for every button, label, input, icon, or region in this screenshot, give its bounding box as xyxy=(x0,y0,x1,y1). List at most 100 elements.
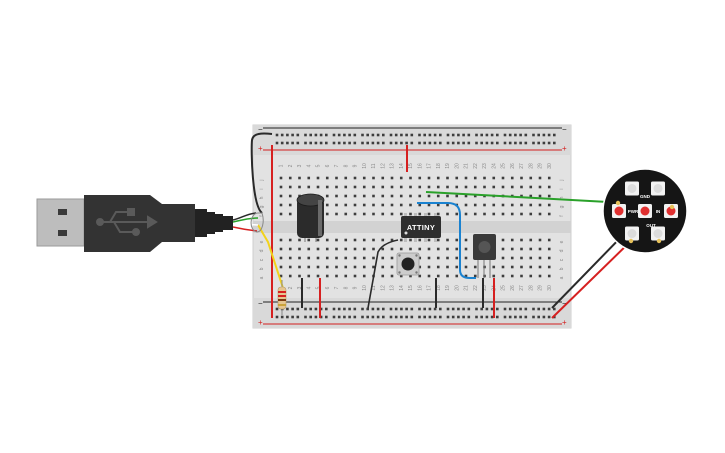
button-corner-3 xyxy=(398,271,401,274)
rail-hole xyxy=(547,141,551,145)
pot-knob xyxy=(478,241,491,253)
rail-hole xyxy=(542,307,546,311)
rail-hole xyxy=(439,133,442,137)
rail-hole xyxy=(485,307,489,311)
top-plus-symbol: + xyxy=(258,144,263,153)
rail-hole xyxy=(309,141,312,145)
rail-hole xyxy=(343,307,346,311)
breadboard-hole xyxy=(399,238,403,242)
rail-hole xyxy=(503,133,507,137)
breadboard-hole xyxy=(529,265,533,269)
breadboard-hole xyxy=(335,238,338,242)
breadboard-hole xyxy=(381,194,385,198)
neopixel-label-pwr: PWR xyxy=(628,209,639,214)
bottom-plus-symbol-right: + xyxy=(562,318,567,327)
rail-hole xyxy=(428,307,432,311)
rail-hole xyxy=(553,141,556,145)
breadboard-hole xyxy=(344,238,348,242)
rail-hole xyxy=(439,315,442,319)
breadboard-hole xyxy=(390,247,394,251)
column-number: 3 xyxy=(297,286,303,289)
rail-hole xyxy=(332,307,336,311)
breadboard-hole xyxy=(501,185,505,189)
breadboard-hole xyxy=(409,212,412,216)
breadboard-hole xyxy=(372,203,375,207)
breadboard-hole xyxy=(446,247,449,251)
rail-hole xyxy=(542,133,546,137)
chip-pin-top xyxy=(414,213,417,218)
breadboard-hole xyxy=(446,185,449,189)
breadboard-hole xyxy=(501,238,505,242)
breadboard-hole xyxy=(316,247,320,251)
rail-hole xyxy=(376,133,380,137)
rail-hole xyxy=(366,141,369,145)
breadboard-hole xyxy=(529,247,533,251)
breadboard-hole xyxy=(288,176,292,180)
breadboard-hole xyxy=(436,212,440,216)
breadboard-hole xyxy=(353,194,357,198)
column-number: 1 xyxy=(279,164,285,167)
rail-hole xyxy=(286,133,289,137)
neopixel-led xyxy=(651,181,665,196)
breadboard-hole xyxy=(344,274,348,278)
breadboard-hole xyxy=(325,265,329,269)
column-number: 5 xyxy=(316,164,322,167)
rail-hole xyxy=(480,133,483,137)
breadboard-hole xyxy=(399,194,403,198)
neopixel-pad-2 xyxy=(669,204,675,210)
usb-wire-loop xyxy=(250,212,264,233)
breadboard-hole xyxy=(372,176,375,180)
breadboard-hole xyxy=(288,265,292,269)
breadboard-hole xyxy=(344,212,348,216)
breadboard-hole xyxy=(335,256,338,260)
breadboard-hole xyxy=(381,274,385,278)
rail-hole xyxy=(485,141,489,145)
column-number: 7 xyxy=(334,164,340,167)
breadboard-hole xyxy=(362,256,366,260)
rail-hole xyxy=(371,315,375,319)
rail-hole xyxy=(405,141,408,145)
capacitor-stripe xyxy=(318,200,322,236)
bottom-plus-symbol: + xyxy=(258,318,263,327)
breadboard-hole xyxy=(436,238,440,242)
rail-hole xyxy=(553,307,556,311)
breadboard-hole xyxy=(325,212,329,216)
breadboard-hole xyxy=(529,185,533,189)
breadboard-hole xyxy=(288,247,292,251)
breadboard-hole xyxy=(381,176,385,180)
column-number: 14 xyxy=(399,163,405,169)
breadboard-hole xyxy=(510,185,514,189)
breadboard-hole xyxy=(427,247,431,251)
rail-hole xyxy=(547,133,551,137)
rail-hole xyxy=(361,133,364,137)
breadboard-hole xyxy=(362,194,366,198)
breadboard-hole xyxy=(464,256,468,260)
breadboard-hole xyxy=(279,247,283,251)
row-letter: a xyxy=(559,276,565,279)
breadboard-hole xyxy=(279,238,283,242)
column-number: 8 xyxy=(343,164,349,167)
rail-hole xyxy=(348,133,351,137)
column-number: 23 xyxy=(482,285,488,291)
resistor-band-3 xyxy=(278,299,286,301)
breadboard-hole xyxy=(307,256,311,260)
breadboard-hole xyxy=(344,194,348,198)
rail-hole xyxy=(433,307,437,311)
rail-hole xyxy=(537,133,540,137)
rail-hole xyxy=(394,141,398,145)
breadboard-hole xyxy=(316,265,320,269)
breadboard-hole xyxy=(501,265,505,269)
breadboard-hole xyxy=(390,238,394,242)
rail-hole xyxy=(286,315,289,319)
rail-hole xyxy=(371,141,375,145)
column-number: 20 xyxy=(454,285,460,291)
column-number: 27 xyxy=(519,163,525,169)
button-corner-4 xyxy=(415,271,418,274)
rail-hole xyxy=(366,133,369,137)
usb-strain-relief xyxy=(195,209,207,237)
column-number: 13 xyxy=(390,163,396,169)
column-number: 13 xyxy=(390,285,396,291)
rail-hole xyxy=(394,307,398,311)
usb-plug-hole-bottom xyxy=(58,230,67,236)
